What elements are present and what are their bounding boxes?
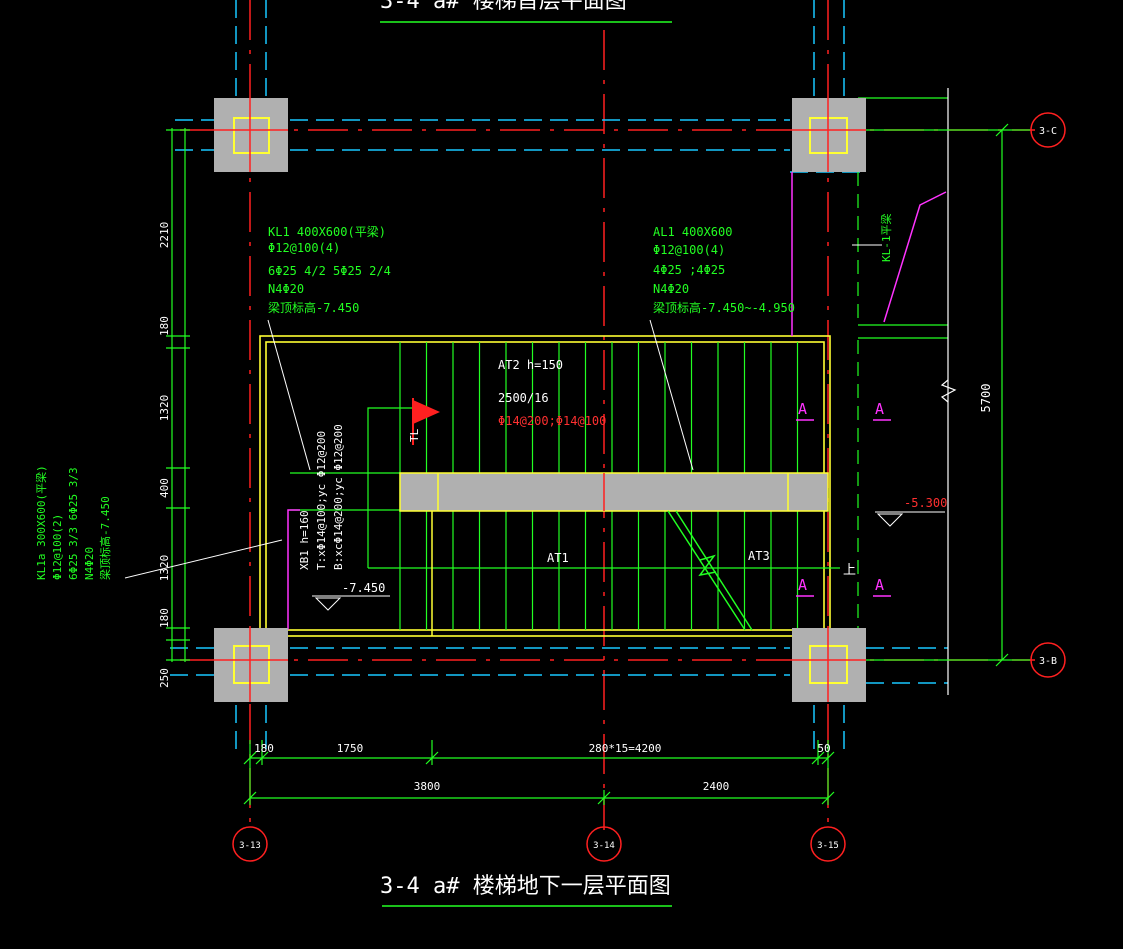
note-xb1: XB1 h=160 T:xΦ14@100;yc Φ12@200 B:xcΦ14@… [298, 424, 345, 570]
dim-right [866, 123, 1030, 667]
frame-lines [171, 88, 957, 695]
dim-bottom1-1: 1750 [337, 742, 364, 755]
note-kl1a-line: Φ12@100(2) [51, 514, 64, 580]
note-kl1-line: 梁顶标高-7.450 [268, 300, 359, 315]
note-kl1a-line: 梁顶标高-7.450 [98, 496, 112, 580]
note-xb1-line: T:xΦ14@100;yc Φ12@200 [315, 431, 328, 570]
note-xb1-line: XB1 h=160 [298, 510, 311, 570]
dim-left-ticks [166, 129, 190, 661]
label-up: 上 [843, 563, 856, 578]
magenta-lines [287, 172, 947, 630]
dim-bottom2-1: 2400 [703, 780, 730, 793]
note-at2-rebar: Φ14@200;Φ14@100 [498, 414, 606, 428]
landing-lines [290, 407, 840, 569]
label-at1: AT1 [547, 551, 569, 565]
section-mark-lines [796, 419, 891, 597]
note-al1-line: AL1 400X600 [653, 225, 732, 239]
note-xb1-line: B:xcΦ14@200;yc Φ12@200 [332, 424, 345, 570]
section-marks: A A A A [798, 400, 884, 594]
column-bottom-left [214, 628, 288, 702]
section-mark-a: A [875, 576, 884, 594]
dim-left-5: 180 [158, 608, 171, 628]
axis-lines [180, 0, 1035, 830]
dim-left-0: 2210 [158, 222, 171, 249]
dim-right-total: 5700 [979, 384, 993, 413]
axis-label-3c: 3-C [1039, 126, 1057, 137]
note-al1-line: N4Φ20 [653, 282, 689, 296]
elevation-mid: -5.300 [875, 496, 947, 527]
column-top-left [214, 98, 288, 172]
dim-left-2: 1320 [158, 395, 171, 422]
note-al1-line: Φ12@100(4) [653, 243, 725, 257]
dim-left-1: 180 [158, 316, 171, 336]
dim-bottom1-3: 50 [817, 742, 830, 755]
axis-label-3b: 3-B [1039, 656, 1057, 667]
note-al1: AL1 400X600 Φ12@100(4) 4Φ25 ;4Φ25 N4Φ20 … [653, 225, 795, 315]
elevation-low: -7.450 [312, 581, 390, 611]
dim-bottom1-2: 280*15=4200 [589, 742, 662, 755]
flag-label: TL [408, 428, 421, 442]
axis-bubble-3-14: 3-14 [586, 826, 622, 862]
axis-bubble-3b: 3-B [1030, 642, 1066, 678]
column-top-right [792, 98, 866, 172]
axis-bubble-3c: 3-C [1030, 112, 1066, 148]
dim-left-6: 250 [158, 668, 171, 688]
axis-bubble-3-13: 3-13 [232, 826, 268, 862]
axis-label-3-14: 3-14 [593, 841, 615, 851]
note-at2: AT2 h=150 2500/16 Φ14@200;Φ14@100 [498, 358, 606, 428]
note-al1-line: 梁顶标高-7.450~-4.950 [653, 300, 795, 315]
stair-break-line [667, 510, 753, 631]
note-kl1-line: Φ12@100(4) [268, 241, 340, 255]
axis-label-3-13: 3-13 [239, 841, 261, 851]
note-at2-line: AT2 h=150 [498, 358, 563, 372]
wall-lines [170, 0, 948, 750]
note-kl1: KL1 400X600(平梁) Φ12@100(4) 6Φ25 4/2 5Φ25… [268, 224, 391, 315]
note-kl1-line: KL1 400X600(平梁) [268, 224, 386, 239]
note-kl1a-line: KL1a 300X600(平梁) [34, 465, 48, 580]
axis-label-3-15: 3-15 [817, 841, 839, 851]
bottom-title: 3-4 a# 楼梯地下一层平面图 [380, 874, 671, 899]
leader-lines [124, 244, 882, 579]
flag-marker: TL [408, 398, 440, 445]
dim-left-3: 400 [158, 478, 171, 498]
elevation-mid-label: -5.300 [904, 496, 947, 510]
elevation-low-label: -7.450 [342, 581, 385, 595]
dim-bottom [243, 740, 835, 805]
axis-bubbles: 3-C 3-B 3-13 3-14 3-15 [232, 112, 1066, 862]
note-kl1a: KL1a 300X600(平梁) Φ12@100(2) 6Φ25 3/3 6Φ2… [34, 465, 112, 580]
note-kl1-line: N4Φ20 [268, 282, 304, 296]
section-mark-a: A [875, 400, 884, 418]
column-bottom-right [792, 628, 866, 702]
columns [214, 98, 866, 702]
axis-bubble-3-15: 3-15 [810, 826, 846, 862]
note-at2-line: 2500/16 [498, 391, 549, 405]
label-kl-right: KL-1平梁 [879, 214, 893, 263]
note-al1-line: 4Φ25 ;4Φ25 [653, 263, 725, 277]
center-beam [399, 472, 829, 512]
dim-bottom2-0: 3800 [414, 780, 441, 793]
section-mark-a: A [798, 400, 807, 418]
dim-bottom1-0: 180 [254, 742, 274, 755]
label-at3: AT3 [748, 549, 770, 563]
note-kl1a-line: N4Φ20 [83, 547, 96, 580]
note-kl1a-line: 6Φ25 3/3 6Φ25 3/3 [67, 467, 80, 580]
section-mark-a: A [798, 576, 807, 594]
note-kl1-line: 6Φ25 4/2 5Φ25 2/4 [268, 264, 391, 278]
top-title: 3-4 a# 楼梯首层平面图 [380, 0, 627, 14]
